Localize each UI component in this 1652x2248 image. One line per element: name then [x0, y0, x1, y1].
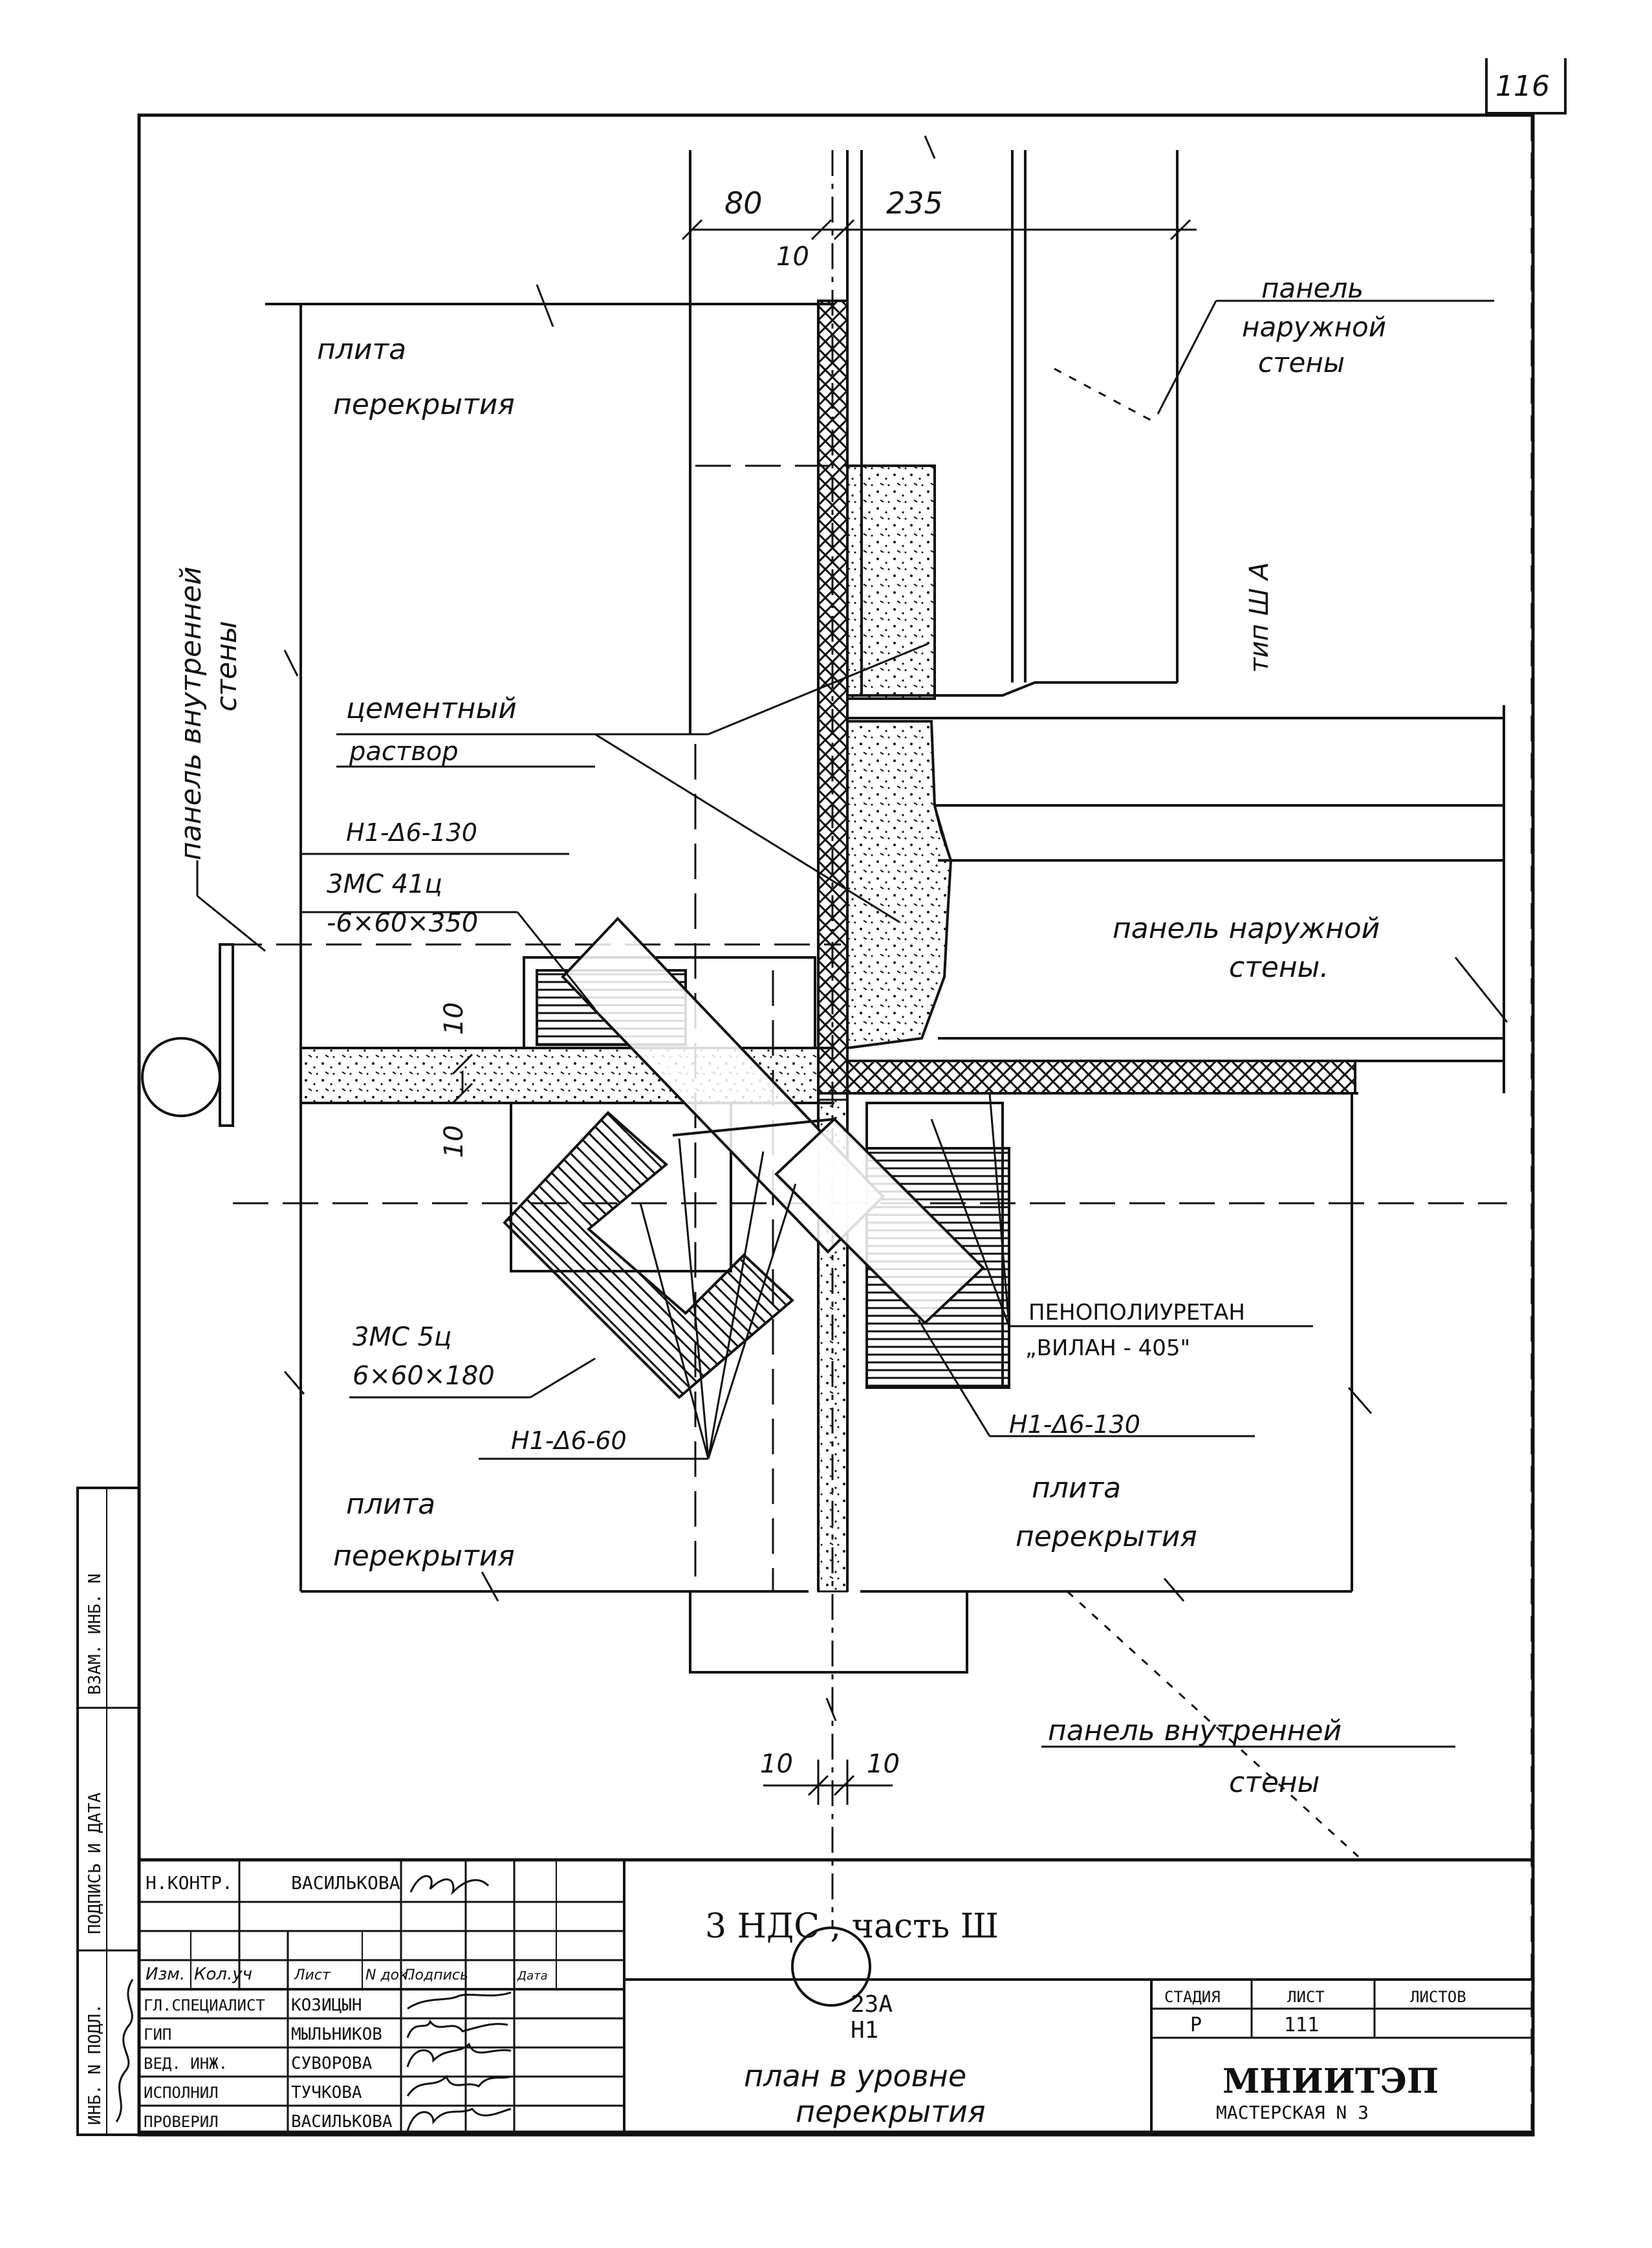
tb-org-sub: МАСТЕРСКАЯ N 3 — [1216, 2102, 1369, 2123]
dim-10-bottom-left: 10 — [760, 1749, 793, 1779]
tb-header-date: Дата — [517, 1969, 548, 1983]
label-foam-1: ПЕНОПОЛИУРЕТАН — [1028, 1300, 1245, 1326]
tb-drawing-subcode: Н1 — [851, 2017, 878, 2044]
label-outer-panel-right-2: стены. — [1229, 951, 1329, 984]
label-inner-panel-left-1: панель внутренней — [175, 567, 208, 860]
tb-row-name-1: КОЗИЦЫН — [291, 1996, 362, 2015]
axis-marker-left — [141, 1037, 221, 1117]
tb-norm-control-role: Н.КОНТР. — [146, 1872, 233, 1893]
side-stamp-replacement: ВЗАМ. ИНБ. N — [85, 1573, 105, 1695]
tb-row-name-5: ВАСИЛЬКОВА — [291, 2112, 393, 2132]
insulation-strips — [817, 300, 1356, 1095]
tb-sheet-value: 111 — [1284, 2014, 1319, 2036]
tb-sheet-label: ЛИСТ — [1287, 1988, 1325, 2006]
dim-80: 80 — [724, 186, 763, 221]
tb-norm-control-name: ВАСИЛЬКОВА — [291, 1872, 400, 1893]
label-slab-bottom-right-1: плита — [1032, 1472, 1121, 1505]
label-cement-mortar-2: раствор — [349, 737, 459, 767]
tb-row-role-1: ГЛ.СПЕЦИАЛИСТ — [144, 1996, 265, 2014]
tb-stage-value: Р — [1190, 2014, 1202, 2036]
page-number-box: 116 — [1485, 58, 1567, 115]
tb-header-sign: Подпись — [404, 1967, 468, 1983]
dimension-values: 80 235 10 10 10 10 10 — [439, 186, 943, 1779]
label-plate-3mc5-1: 3МС 5ц — [353, 1322, 451, 1352]
label-slab-top-left-2: перекрытия — [333, 388, 515, 421]
label-anchor-h1-130-right: Н1-Δ6-130 — [1009, 1410, 1140, 1439]
annotation-labels: панель наружной стены плита перекрытия п… — [175, 272, 1386, 1799]
signature-row-5 — [406, 2108, 512, 2132]
signature-row-4 — [406, 2075, 512, 2097]
diagonal-plate-b — [774, 1117, 985, 1325]
embedded-plates — [503, 917, 1010, 1399]
dim-10-left-lower: 10 — [439, 1125, 469, 1158]
label-outer-panel-top-1: панель — [1261, 272, 1364, 304]
tb-org-name: МНИИТЭП — [1223, 2062, 1439, 2101]
tb-header-kol: Кол.уч — [194, 1965, 252, 1984]
signatures — [406, 1875, 512, 2132]
label-slab-bottom-right-2: перекрытия — [1016, 1520, 1197, 1553]
plate-3mc5 — [503, 1111, 794, 1399]
label-anchor-h1-130-left: Н1-Δ6-130 — [346, 818, 477, 847]
page-number: 116 — [1495, 70, 1550, 103]
dim-10-top: 10 — [776, 242, 809, 272]
tb-header-izm: Изм. — [146, 1965, 185, 1984]
axis-marker-bottom — [791, 1926, 871, 2007]
signature-norm-control — [409, 1875, 490, 1895]
drawing-frame — [137, 113, 1535, 2134]
tb-row-role-4: ИСПОЛНИЛ — [144, 2084, 219, 2102]
label-foam-2: „ВИЛАН - 405" — [1025, 1335, 1190, 1361]
axis-markers — [141, 1037, 871, 2007]
dimension-lines — [283, 135, 1373, 1805]
tb-drawing-name-2: перекрытия — [796, 2094, 986, 2129]
side-stamp-signature-date: ПОДПИСЬ И ДАТА — [85, 1793, 105, 1934]
tb-project-title: 3 НДС , часть Ш — [705, 1907, 999, 1946]
tb-drawing-name-1: план в уровне — [744, 2058, 966, 2093]
tb-header-ndok: N док. — [365, 1967, 412, 1983]
tb-row-role-2: ГИП — [144, 2025, 171, 2044]
signature-row-3 — [406, 2042, 512, 2068]
tb-drawing-code: 23А — [851, 1991, 893, 2018]
label-outer-panel-top-2: наружной — [1242, 311, 1386, 343]
side-stamp: ВЗАМ. ИНБ. N ПОДПИСЬ И ДАТА ИНБ. N ПОДЛ. — [76, 1487, 140, 2136]
title-block — [137, 1858, 1535, 2137]
tb-row-role-3: ВЕД. ИНЖ. — [144, 2055, 228, 2073]
label-anchor-h1-60: Н1-Δ6-60 — [511, 1426, 627, 1455]
dim-10-bottom-right: 10 — [867, 1749, 900, 1779]
label-inner-panel-bottom-1: панель внутренней — [1048, 1714, 1342, 1747]
leader-lines — [196, 300, 1508, 1748]
dim-235: 235 — [886, 186, 943, 221]
label-slab-bottom-left-2: перекрытия — [333, 1540, 515, 1573]
tb-stage-label: СТАДИЯ — [1164, 1988, 1221, 2006]
title-block-text: Н.КОНТР. ВАСИЛЬКОВА Изм. Кол.уч Лист N д… — [144, 1872, 1466, 2132]
side-stamp-original: ИНБ. N ПОДЛ. — [85, 2003, 105, 2125]
dim-10-left-upper: 10 — [439, 1002, 469, 1035]
label-plate-3mc41-1: 3МС 41ц — [327, 869, 442, 899]
label-plate-3mc5-2: 6×60×180 — [353, 1361, 495, 1391]
signature-row-1 — [407, 1991, 512, 2010]
side-stamp-handwriting — [115, 1979, 134, 2123]
label-slab-top-left-1: плита — [317, 333, 406, 366]
tb-row-name-2: МЫЛЬНИКОВ — [291, 2025, 382, 2044]
tb-row-name-4: ТУЧКОВА — [291, 2083, 362, 2102]
tb-header-list: Лист — [294, 1967, 331, 1983]
label-type-mark: тип Ш А — [1244, 562, 1274, 673]
label-outer-panel-top-3: стены — [1258, 347, 1345, 378]
signature-row-2 — [406, 2019, 508, 2038]
label-slab-bottom-left-1: плита — [346, 1488, 435, 1521]
label-plate-3mc41-2: -6×60×350 — [327, 908, 478, 938]
label-outer-panel-right-1: панель наружной — [1113, 912, 1380, 945]
tb-row-role-5: ПРОВЕРИЛ — [144, 2113, 219, 2131]
label-inner-panel-left-2: стены — [210, 621, 243, 712]
label-inner-panel-bottom-2: стены — [1229, 1766, 1320, 1799]
tb-sheets-label: ЛИСТОВ — [1410, 1988, 1466, 2006]
tb-row-name-3: СУВОРОВА — [291, 2054, 373, 2073]
label-cement-mortar-1: цементный — [346, 692, 517, 725]
